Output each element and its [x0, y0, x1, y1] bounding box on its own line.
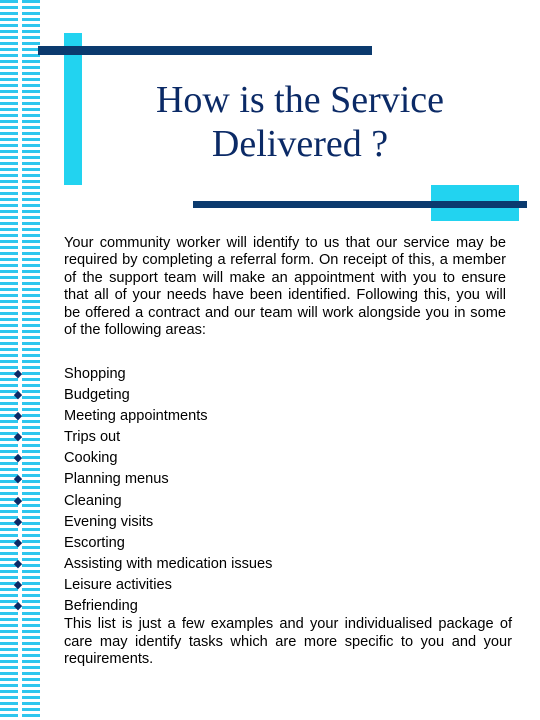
bullet-icon: ◆: [13, 536, 23, 549]
list-item-label: Evening visits: [64, 513, 154, 530]
list-item-label: Cleaning: [64, 492, 122, 509]
list-item-label: Escorting: [64, 534, 125, 551]
list-item: ◆ Meeting appointments: [12, 406, 512, 427]
intro-paragraph: Your community worker will identify to u…: [64, 235, 506, 339]
bullet-icon: ◆: [13, 473, 23, 486]
list-item-label: Meeting appointments: [64, 408, 208, 425]
top-dark-rule: [38, 46, 372, 55]
bullet-icon: ◆: [13, 431, 23, 444]
list-item-label: Assisting with medication issues: [64, 555, 273, 572]
list-item: ◆ Assisting with medication issues: [12, 554, 512, 575]
left-stripe-decoration: [0, 0, 40, 720]
list-item-label: Befriending: [64, 598, 138, 615]
bullet-icon: ◆: [13, 557, 23, 570]
bullet-icon: ◆: [13, 515, 23, 528]
list-item: ◆ Cooking: [12, 448, 512, 469]
bullet-icon: ◆: [13, 578, 23, 591]
bottom-dark-rule: [193, 201, 527, 208]
bullet-icon: ◆: [13, 389, 23, 402]
list-item: ◆ Shopping: [12, 364, 512, 385]
page-title: How is the Service Delivered ?: [155, 79, 445, 165]
list-item-label: Planning menus: [64, 471, 169, 488]
list-item: ◆ Budgeting: [12, 385, 512, 406]
bullet-icon: ◆: [13, 410, 23, 423]
bullet-icon: ◆: [13, 368, 23, 380]
list-item: ◆ Befriending: [12, 596, 512, 617]
list-item-label: Cooking: [64, 450, 118, 467]
service-areas-list: ◆ Shopping ◆ Budgeting ◆ Meeting appointments…: [12, 364, 512, 617]
list-item: ◆ Leisure activities: [12, 575, 512, 596]
list-item-label: Leisure activities: [64, 576, 172, 593]
list-item: ◆ Cleaning: [12, 491, 512, 512]
top-cyan-block: [64, 33, 82, 185]
closing-paragraph: This list is just a few examples and you…: [64, 616, 512, 668]
bullet-icon: ◆: [13, 452, 23, 465]
list-item-label: Trips out: [64, 429, 121, 446]
bullet-icon: ◆: [13, 600, 23, 613]
list-item: ◆ Escorting: [12, 533, 512, 554]
list-item: ◆ Planning menus: [12, 469, 512, 490]
list-item-label: Budgeting: [64, 387, 130, 404]
list-item: ◆ Trips out: [12, 427, 512, 448]
bullet-icon: ◆: [13, 494, 23, 507]
list-item-label: Shopping: [64, 366, 126, 382]
list-item: ◆ Evening visits: [12, 512, 512, 533]
